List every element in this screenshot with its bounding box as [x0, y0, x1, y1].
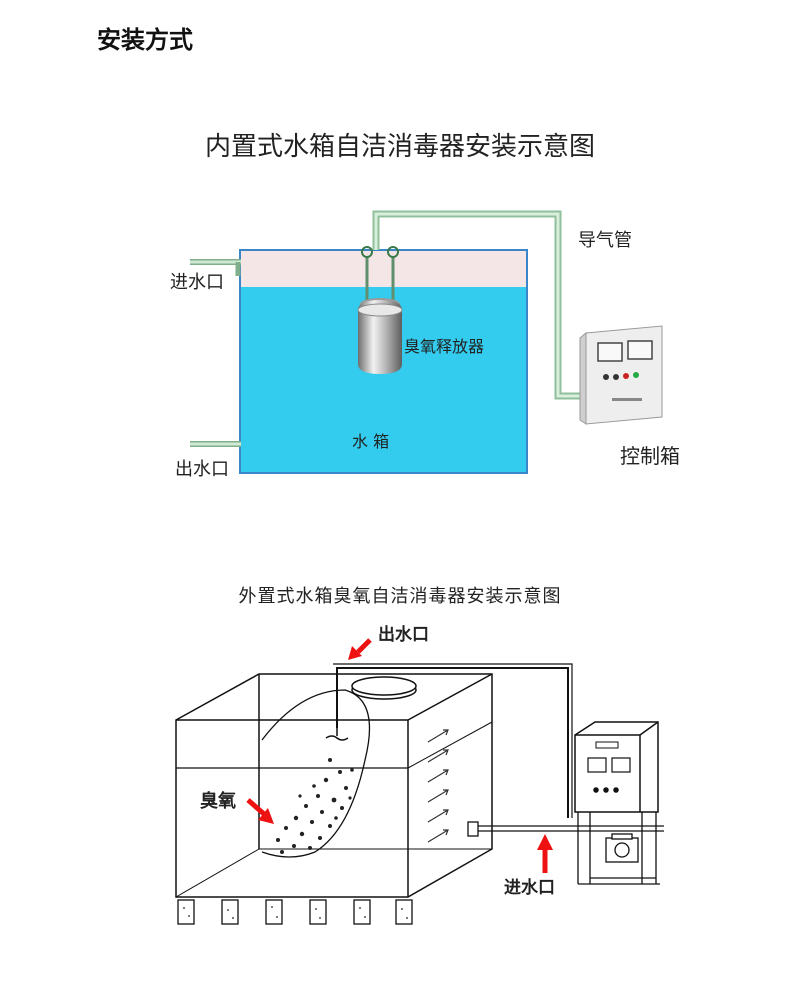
ozone-bubbles	[276, 758, 354, 854]
external-tank	[175, 673, 493, 898]
water-tank	[239, 249, 528, 474]
pump-frame	[577, 812, 660, 885]
inlet-arrow	[537, 834, 553, 873]
flow-arrows	[427, 729, 449, 843]
ozone-arrow	[246, 798, 274, 824]
internal-diagram-title: 内置式水箱自洁消毒器安装示意图	[204, 132, 595, 162]
manhole-lid	[351, 676, 417, 700]
foundation-texture	[183, 906, 408, 919]
tank-air-space	[240, 250, 527, 287]
diffuser-head	[325, 728, 349, 741]
page-title: 安装方式	[97, 26, 193, 54]
ozone-plume	[261, 689, 371, 858]
external-control-cabinet	[574, 721, 659, 813]
tank-label: 水 箱	[352, 432, 390, 451]
external-diagram-title: 外置式水箱臭氧自洁消毒器安装示意图	[238, 586, 562, 607]
outlet-arrow	[348, 638, 372, 660]
external-outlet-pipe	[333, 663, 573, 818]
foundation-blocks	[177, 899, 413, 925]
gas-guide-pipe	[372, 210, 590, 400]
release-device-label: 臭氧释放器	[404, 337, 485, 356]
inlet-pipe	[190, 259, 241, 276]
control-box-label: 控制箱	[620, 444, 680, 468]
control-box	[579, 325, 663, 425]
internal-inlet-label: 进水口	[170, 272, 224, 293]
release-device-hangers	[361, 246, 399, 300]
internal-diagram	[190, 210, 663, 474]
ozone-release-device	[357, 298, 403, 374]
external-outlet-label: 出水口	[378, 625, 429, 645]
external-ozone-label: 臭氧	[200, 791, 236, 812]
external-diagram	[175, 638, 664, 925]
external-inlet-label: 进水口	[504, 878, 555, 898]
external-inlet-pipe	[467, 821, 664, 837]
internal-outlet-label: 出水口	[175, 459, 229, 480]
gas-pipe-label: 导气管	[578, 230, 632, 251]
